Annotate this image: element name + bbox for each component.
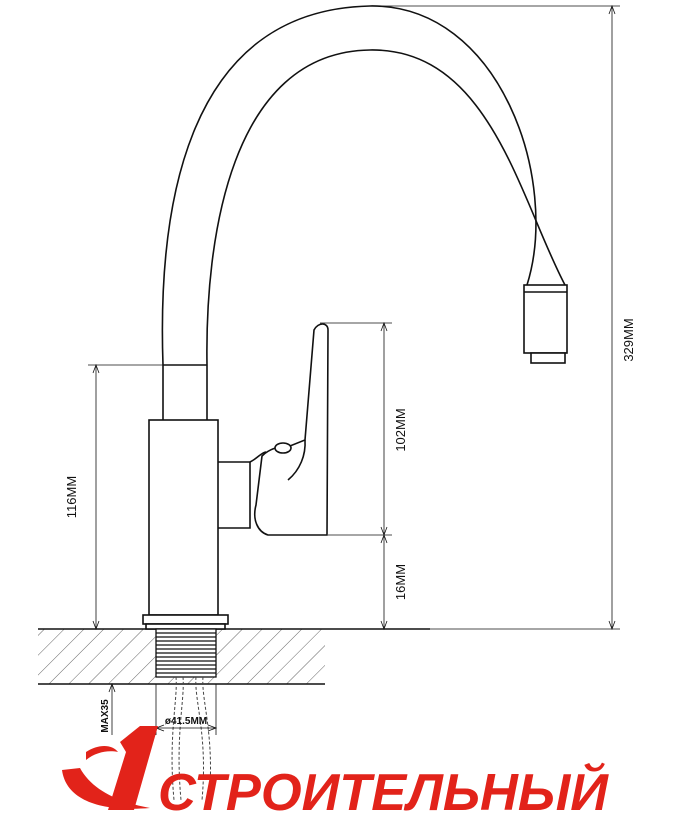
dim-label-body-height: 116MM <box>64 476 79 518</box>
base-flange <box>142 614 229 630</box>
dimension-lines <box>88 4 620 735</box>
spout-nozzle <box>523 284 568 364</box>
dim-label-total-height: 329MM <box>621 318 636 361</box>
brand-logo: СТРОИТЕЛЬНЫЙ <box>62 726 610 822</box>
countertop <box>38 628 430 685</box>
dim-label-diameter: ø41.5MM <box>165 716 207 727</box>
supply-hoses <box>171 676 211 801</box>
spout <box>161 5 566 420</box>
dim-label-handle-base: 16MM <box>393 564 408 600</box>
logo-emblem <box>62 726 158 810</box>
lever-handle <box>253 323 329 536</box>
threaded-shank <box>155 628 217 678</box>
dim-label-handle-height: 102MM <box>393 408 408 451</box>
dim-label-max-thickness: MAX35 <box>100 699 111 733</box>
logo-text: СТРОИТЕЛЬНЫЙ <box>158 762 610 822</box>
faucet-body <box>148 419 267 616</box>
